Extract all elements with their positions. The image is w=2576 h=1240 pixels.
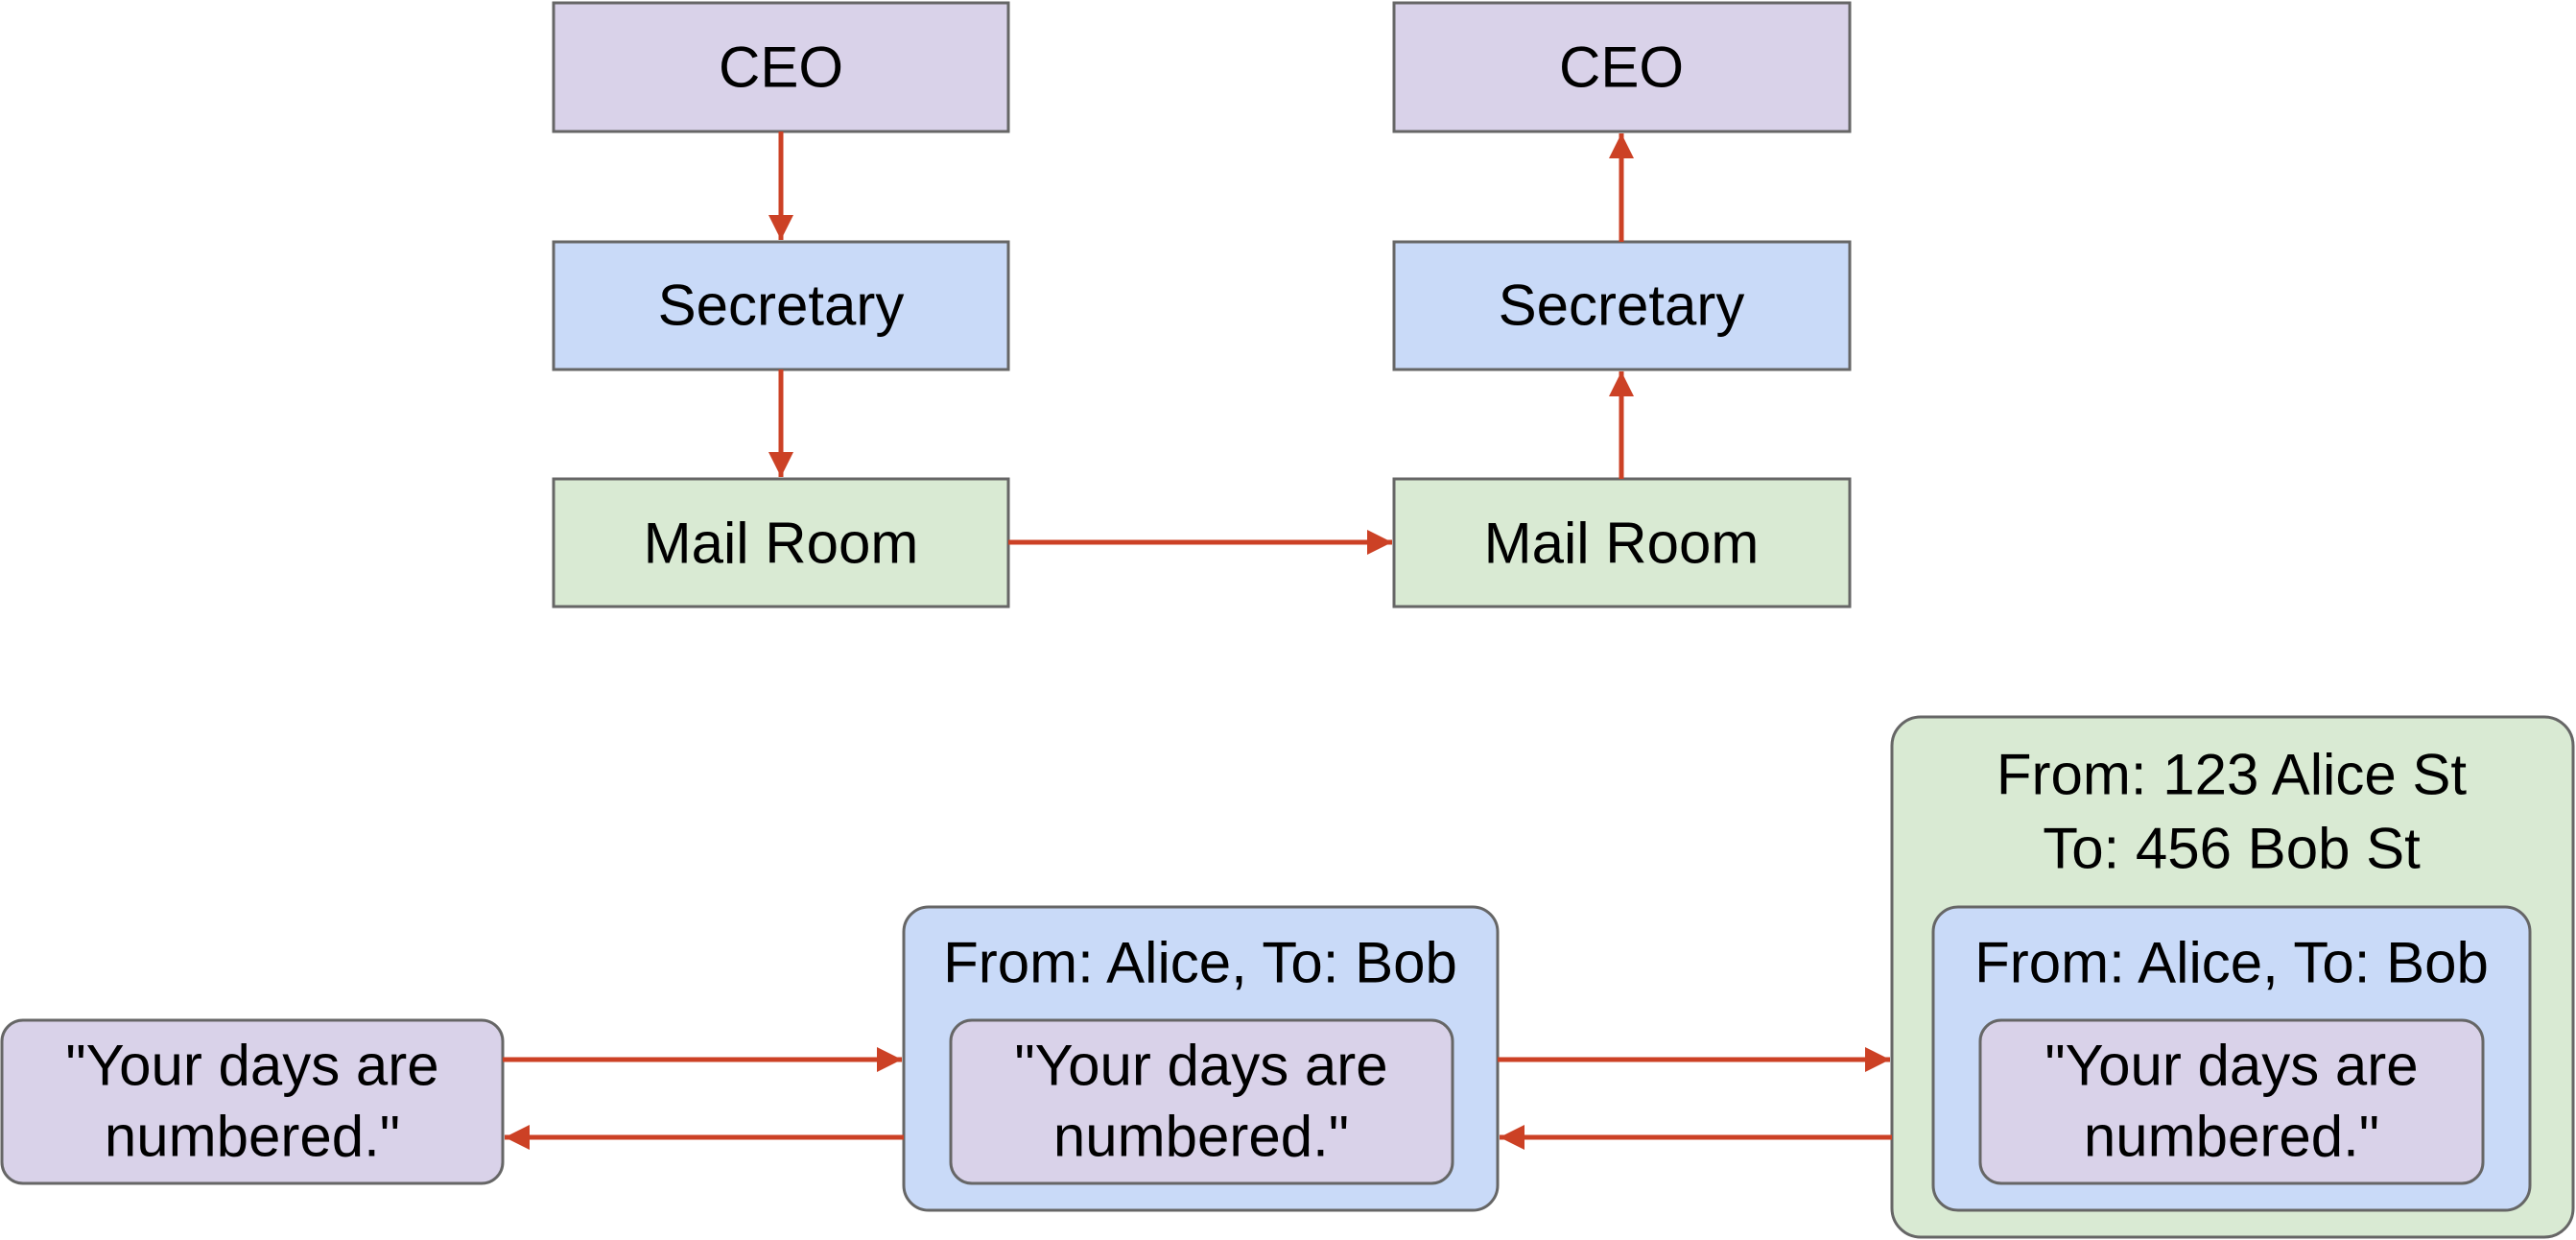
- address-header-line1: From: 123 Alice St: [1997, 743, 2468, 807]
- addressed-envelope-message-box: "Your days are numbered.": [1978, 1018, 2485, 1185]
- addressed-envelope-message-line1: "Your days are: [2044, 1034, 2418, 1098]
- addressed-envelope-box: From: 123 Alice St To: 456 Bob St From: …: [1890, 715, 2575, 1239]
- addressed-envelope-names-header: From: Alice, To: Bob: [1974, 931, 2489, 995]
- sender-hierarchy: CEO Secretary Mail Room: [552, 1, 1010, 608]
- sender-ceo-box: CEO: [552, 1, 1010, 133]
- named-envelope-message-line2: numbered.": [1053, 1105, 1349, 1169]
- addressed-envelope-message-line2: numbered.": [2084, 1105, 2379, 1169]
- receiver-ceo-box: CEO: [1392, 1, 1852, 133]
- plain-message-box: "Your days are numbered.": [0, 1018, 505, 1185]
- sender-mailroom-label: Mail Room: [644, 512, 919, 576]
- named-envelope-message-line1: "Your days are: [1014, 1034, 1387, 1098]
- receiver-ceo-label: CEO: [1559, 36, 1684, 100]
- named-envelope-header: From: Alice, To: Bob: [943, 931, 1457, 995]
- sender-mailroom-box: Mail Room: [552, 477, 1010, 608]
- sender-secretary-label: Secretary: [658, 274, 905, 338]
- address-header-line2: To: 456 Bob St: [2043, 817, 2421, 881]
- sender-ceo-label: CEO: [719, 36, 843, 100]
- plain-message-line1: "Your days are: [65, 1034, 438, 1098]
- addressed-envelope-names-box: From: Alice, To: Bob "Your days are numb…: [1931, 905, 2532, 1212]
- sender-secretary-box: Secretary: [552, 240, 1010, 371]
- named-envelope-box: From: Alice, To: Bob "Your days are numb…: [902, 905, 1500, 1212]
- receiver-secretary-label: Secretary: [1499, 274, 1745, 338]
- receiver-mailroom-label: Mail Room: [1484, 512, 1760, 576]
- encapsulation-arrows: [503, 1047, 1892, 1150]
- plain-message-line2: numbered.": [105, 1105, 400, 1169]
- receiver-secretary-box: Secretary: [1392, 240, 1852, 371]
- hierarchy-arrows: [768, 131, 1634, 555]
- receiver-mailroom-box: Mail Room: [1392, 477, 1852, 608]
- named-envelope-message-box: "Your days are numbered.": [949, 1018, 1454, 1185]
- receiver-hierarchy: CEO Secretary Mail Room: [1392, 1, 1852, 608]
